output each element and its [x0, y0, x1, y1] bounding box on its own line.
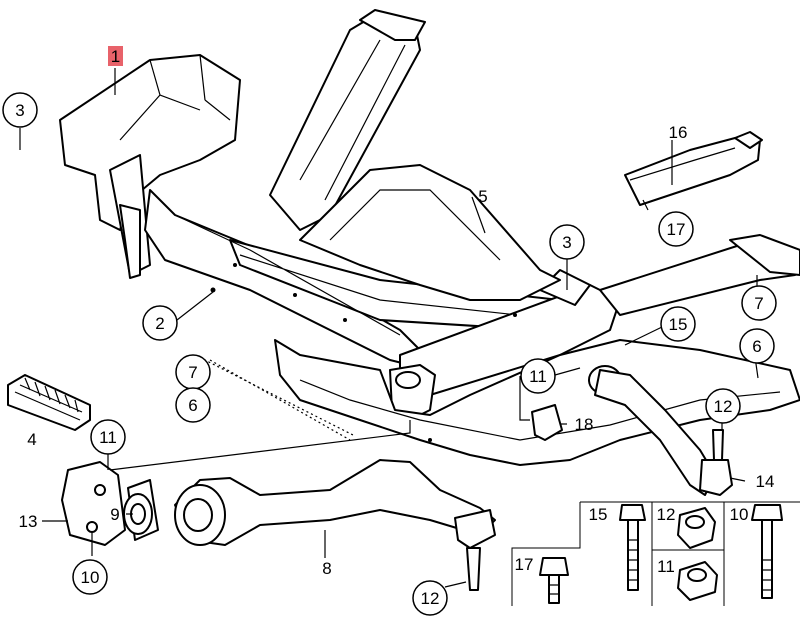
nut-12-icon	[677, 507, 716, 549]
svg-text:7: 7	[188, 363, 197, 382]
callout-5: 5	[478, 187, 487, 206]
leader-lines	[19, 68, 759, 588]
callout-17: 17	[658, 211, 694, 247]
callout-12-right: 12	[705, 388, 741, 424]
svg-text:15: 15	[669, 315, 688, 334]
hardware-labels: 15 12 10 17 11	[515, 505, 749, 576]
svg-text:12: 12	[421, 589, 440, 608]
svg-text:12: 12	[714, 397, 733, 416]
svg-text:8: 8	[322, 559, 331, 578]
hardware-label-15: 15	[589, 505, 608, 524]
callout-6-left: 6	[175, 387, 211, 423]
callout-7-left: 7	[175, 354, 211, 390]
callout-3-left: 3	[2, 92, 38, 128]
control-arm-bracket	[61, 461, 126, 546]
callout-4: 4	[27, 430, 36, 449]
svg-text:4: 4	[27, 430, 36, 449]
bolt-15-icon	[619, 504, 646, 591]
hardware-label-12: 12	[657, 505, 676, 524]
hardware-label-17: 17	[515, 555, 534, 574]
svg-text:1: 1	[111, 47, 120, 66]
svg-text:3: 3	[562, 233, 571, 252]
svg-text:16: 16	[669, 123, 688, 142]
callout-7-right: 7	[741, 285, 777, 321]
svg-text:5: 5	[478, 187, 487, 206]
reinforcement-bracket	[624, 131, 763, 206]
callout-1: 1	[108, 46, 123, 66]
callout-15: 15	[660, 306, 696, 342]
bolt-10-icon	[751, 504, 783, 599]
hardware-label-11: 11	[657, 557, 675, 576]
svg-text:6: 6	[188, 396, 197, 415]
callout-3-right: 3	[549, 224, 585, 260]
front-axle-carrier	[59, 9, 800, 421]
svg-text:13: 13	[19, 512, 38, 531]
bolt-17-icon	[539, 557, 569, 604]
svg-text:11: 11	[99, 428, 117, 447]
callout-16: 16	[669, 123, 688, 142]
callout-11-left: 11	[90, 419, 126, 455]
svg-text:9: 9	[110, 505, 119, 524]
callout-13: 13	[19, 512, 38, 531]
callout-12-left: 12	[412, 580, 448, 616]
nut-11-icon	[677, 561, 718, 601]
svg-text:7: 7	[754, 294, 763, 313]
rubber-bump-stop	[531, 404, 563, 441]
callout-2: 2	[142, 305, 178, 341]
svg-text:10: 10	[81, 568, 100, 587]
svg-text:11: 11	[529, 367, 547, 386]
callout-8: 8	[322, 559, 331, 578]
callout-10-left: 10	[72, 559, 108, 595]
callout-18: 18	[575, 415, 594, 434]
svg-text:6: 6	[752, 337, 761, 356]
svg-text:17: 17	[667, 220, 686, 239]
svg-text:18: 18	[575, 415, 594, 434]
callout-9: 9	[110, 505, 119, 524]
callout-11-center: 11	[520, 358, 556, 394]
hardware-table	[511, 501, 800, 606]
svg-text:3: 3	[15, 101, 24, 120]
control-arm-bushing	[123, 479, 159, 541]
wishbone-arm	[588, 365, 733, 496]
hardware-label-10: 10	[730, 505, 749, 524]
callout-14: 14	[756, 472, 775, 491]
svg-text:2: 2	[155, 314, 164, 333]
tension-strut-control-arm	[174, 459, 496, 591]
svg-text:14: 14	[756, 472, 775, 491]
callout-6-right: 6	[739, 328, 775, 364]
rubber-mount-pad	[7, 374, 91, 431]
